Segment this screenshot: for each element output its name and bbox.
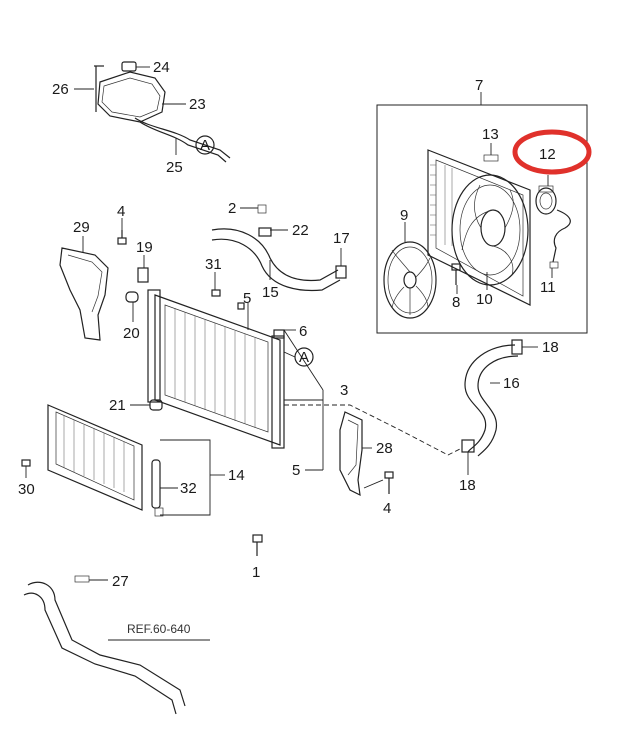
callout-13: 13 <box>482 126 499 143</box>
air-guard <box>339 411 363 497</box>
callout-2: 2 <box>228 200 236 217</box>
bolt-5-upper <box>237 302 245 310</box>
connector-a-top-label: A <box>200 137 210 154</box>
callout-15: 15 <box>262 284 279 301</box>
fan-assembly-group <box>376 92 588 334</box>
reservoir-cap <box>121 61 137 72</box>
air-guard-group <box>339 411 394 497</box>
callout-11: 11 <box>540 279 556 296</box>
bolt-4-top <box>117 237 127 245</box>
fan-blade <box>383 241 437 319</box>
condenser-core <box>47 404 143 511</box>
lower-air-seal <box>27 581 186 707</box>
callout-22: 22 <box>292 222 309 239</box>
highlight-ring-part-12 <box>512 129 592 175</box>
hose-clamp-upper <box>258 227 272 237</box>
callout-27: 27 <box>112 573 129 590</box>
fan-wiring-harness <box>552 209 571 263</box>
lower-radiator-hose <box>464 344 516 453</box>
callout-17: 17 <box>333 230 350 247</box>
callout-20: 20 <box>123 325 140 342</box>
callout-32: 32 <box>180 480 197 497</box>
callout-26: 26 <box>52 81 69 98</box>
callout-7: 7 <box>475 77 483 94</box>
callout-16: 16 <box>503 375 520 392</box>
lower-radiator-hose-group <box>284 339 538 475</box>
fan-motor <box>535 185 557 215</box>
callout-30: 30 <box>18 481 35 498</box>
coolant-reservoir <box>97 71 166 123</box>
callout-24: 24 <box>153 59 170 76</box>
seal-clip <box>74 575 90 583</box>
radiator-bracket-group <box>59 218 245 341</box>
bracket-clip-19 <box>137 267 149 283</box>
callout-19: 19 <box>136 239 153 256</box>
callout-4-top: 4 <box>117 203 125 220</box>
connector-a-top <box>195 135 215 155</box>
callout-18-bottom: 18 <box>459 477 476 494</box>
callout-6: 6 <box>299 323 307 340</box>
bolt-4-lower <box>384 471 394 479</box>
fan-assembly-frame <box>376 104 588 334</box>
callout-8: 8 <box>452 294 460 311</box>
callout-21: 21 <box>109 397 126 414</box>
condenser-group <box>21 404 225 517</box>
radiator-mount-bracket <box>59 247 109 341</box>
callout-5-top: 5 <box>243 290 251 307</box>
callout-4-bottom: 4 <box>383 500 391 517</box>
bolt-31 <box>211 289 221 297</box>
bolt-30 <box>21 459 31 467</box>
callout-5-bottom: 5 <box>292 462 300 479</box>
callout-25: 25 <box>166 159 183 176</box>
receiver-drier <box>151 459 161 509</box>
hose-clamp-18-bottom <box>461 439 475 453</box>
radiator-cap <box>273 329 285 339</box>
callout-14: 14 <box>228 467 245 484</box>
callout-23: 23 <box>189 96 206 113</box>
lower-seal-group <box>23 575 210 715</box>
coolant-reservoir-group <box>74 61 231 163</box>
callout-31: 31 <box>205 256 222 273</box>
rubber-mount-20 <box>125 291 139 303</box>
bolt-1 <box>252 534 263 556</box>
upper-radiator-hose <box>211 228 339 282</box>
shroud-clip <box>483 154 499 162</box>
upper-radiator-hose-group <box>211 204 347 292</box>
callout-3: 3 <box>340 382 348 399</box>
callout-labels: 1 2 3 4 4 5 5 6 7 8 9 10 11 12 13 14 15 … <box>18 59 559 636</box>
callout-10: 10 <box>476 291 493 308</box>
callout-9: 9 <box>400 207 408 224</box>
callout-29: 29 <box>73 219 90 236</box>
callout-12: 12 <box>539 146 556 163</box>
reference-label: REF.60-640 <box>127 622 191 636</box>
fan-shroud <box>427 149 531 306</box>
shroud-bolt <box>451 263 461 285</box>
radiator-group <box>130 289 324 471</box>
callout-28: 28 <box>376 440 393 457</box>
callout-18-top: 18 <box>542 339 559 356</box>
connector-a-radiator-label: A <box>299 349 309 366</box>
hose-clamp-17 <box>335 265 347 279</box>
radiator-core <box>154 294 281 446</box>
reservoir-hose <box>134 117 231 159</box>
callout-1: 1 <box>252 564 260 581</box>
hose-clamp-18-top <box>511 339 523 355</box>
